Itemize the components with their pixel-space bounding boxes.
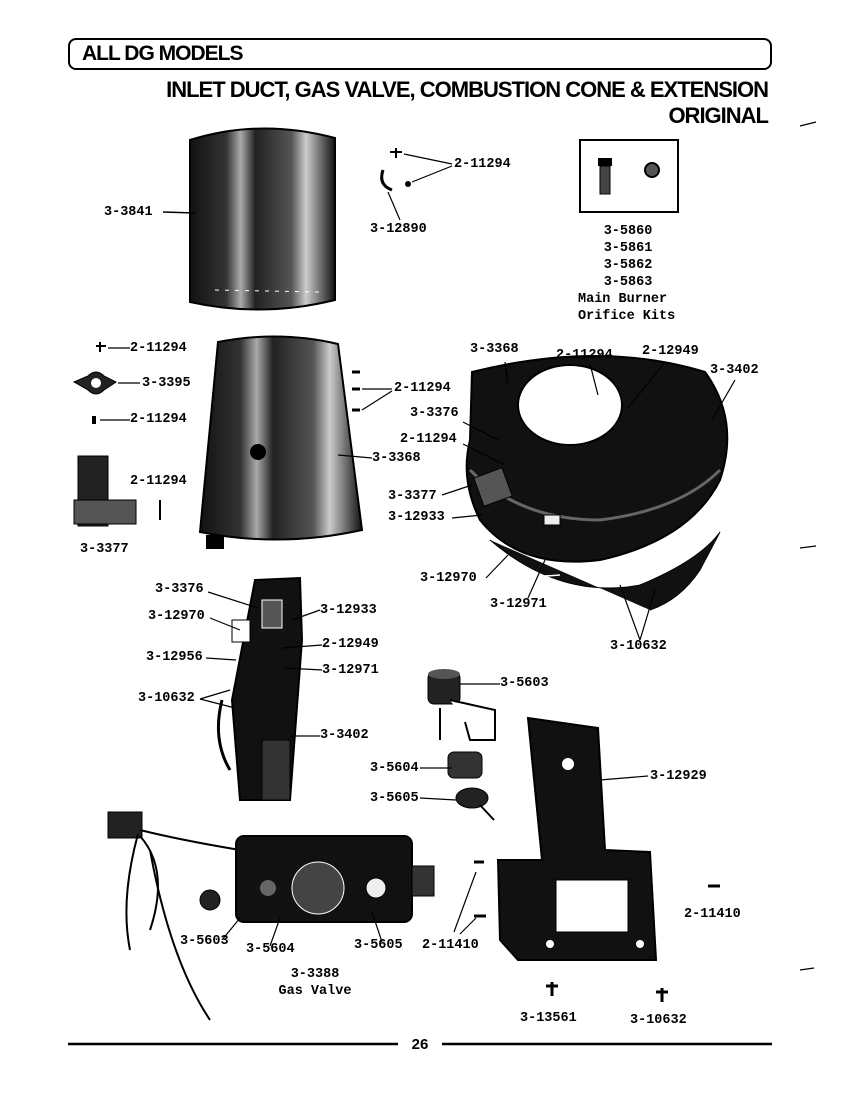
- inlet-duct-3-3841: [189, 127, 336, 311]
- label-3-3395: 3-3395: [142, 376, 191, 391]
- mounting-bracket-3-12929: [496, 716, 658, 961]
- screws-2-11294-top: [380, 148, 411, 192]
- label-3-3368: 3-3368: [372, 451, 421, 466]
- label-2-11410: 2-11410: [422, 938, 479, 953]
- models-header: ALL DG MODELS: [82, 42, 243, 65]
- label-3-3402: 3-3402: [320, 728, 369, 743]
- label-2-11294: 2-11294: [400, 432, 457, 447]
- label-3-5604: 3-5604: [246, 942, 295, 957]
- label-3-12890: 3-12890: [370, 222, 427, 237]
- label-3-12956: 3-12956: [146, 650, 203, 665]
- screws-2-11410: [474, 860, 720, 1002]
- combustion-cone-3-3368: [198, 335, 364, 549]
- label-3-13561: 3-13561: [520, 1011, 577, 1026]
- label-3-3376: 3-3376: [410, 406, 459, 421]
- left-small-parts: [72, 342, 161, 527]
- orifice-kit-box: [579, 139, 679, 213]
- label-3-3388: 3-3388: [290, 967, 340, 982]
- label-3-12971: 3-12971: [322, 663, 379, 678]
- models-header-box: ALL DG MODELS: [68, 38, 772, 70]
- label-2-12949: 2-12949: [642, 344, 699, 359]
- diagram-subtitle: ORIGINAL: [668, 103, 769, 128]
- label-3-5604: 3-5604: [370, 761, 419, 776]
- label-3-3402: 3-3402: [710, 363, 759, 378]
- screws-2-11294-mid: [352, 370, 360, 412]
- label-3-12970: 3-12970: [148, 609, 205, 624]
- label-3-5861: 3-5861: [603, 241, 653, 256]
- label-3-3377: 3-3377: [80, 542, 129, 557]
- label-3-5605: 3-5605: [370, 791, 419, 806]
- label-3-12929: 3-12929: [650, 769, 707, 784]
- gas-valve-3-3388: [107, 811, 435, 1021]
- solenoid-coil-parts: [427, 669, 496, 821]
- label-2-11294: 2-11294: [130, 412, 187, 427]
- diagram-title: INLET DUCT, GAS VALVE, COMBUSTION CONE &…: [166, 77, 769, 102]
- page-number: 26: [411, 1036, 429, 1053]
- label-2-11294: 2-11294: [556, 348, 613, 363]
- combustion-extension-3-3402: [465, 355, 729, 611]
- label-orifice-kits: Orifice Kits: [578, 309, 676, 324]
- label-main-burner: Main Burner: [578, 292, 668, 307]
- label-3-5862: 3-5862: [603, 258, 653, 273]
- pilot-burner-assembly: [216, 576, 304, 801]
- label-3-3376: 3-3376: [155, 582, 204, 597]
- label-2-11294: 2-11294: [454, 157, 511, 172]
- label-3-5605: 3-5605: [354, 938, 403, 953]
- label-2-11294: 2-11294: [394, 381, 451, 396]
- label-3-12971: 3-12971: [490, 597, 547, 612]
- label-gas-valve: Gas Valve: [278, 984, 352, 999]
- label-3-3377: 3-3377: [388, 489, 437, 504]
- label-3-5863: 3-5863: [603, 275, 653, 290]
- label-3-12970: 3-12970: [420, 571, 477, 586]
- label-3-5860: 3-5860: [603, 224, 653, 239]
- label-3-3368: 3-3368: [470, 342, 519, 357]
- label-3-5603: 3-5603: [500, 676, 549, 691]
- label-3-12933: 3-12933: [388, 510, 445, 525]
- label-3-5603: 3-5603: [180, 934, 229, 949]
- label-2-11294: 2-11294: [130, 474, 187, 489]
- label-3-10632: 3-10632: [630, 1013, 687, 1028]
- label-3-12933: 3-12933: [320, 603, 377, 618]
- label-2-11410: 2-11410: [684, 907, 741, 922]
- label-3-3841: 3-3841: [104, 205, 153, 220]
- label-2-12949: 2-12949: [322, 637, 379, 652]
- label-3-10632: 3-10632: [610, 639, 667, 654]
- label-2-11294: 2-11294: [130, 341, 187, 356]
- label-3-10632: 3-10632: [138, 691, 195, 706]
